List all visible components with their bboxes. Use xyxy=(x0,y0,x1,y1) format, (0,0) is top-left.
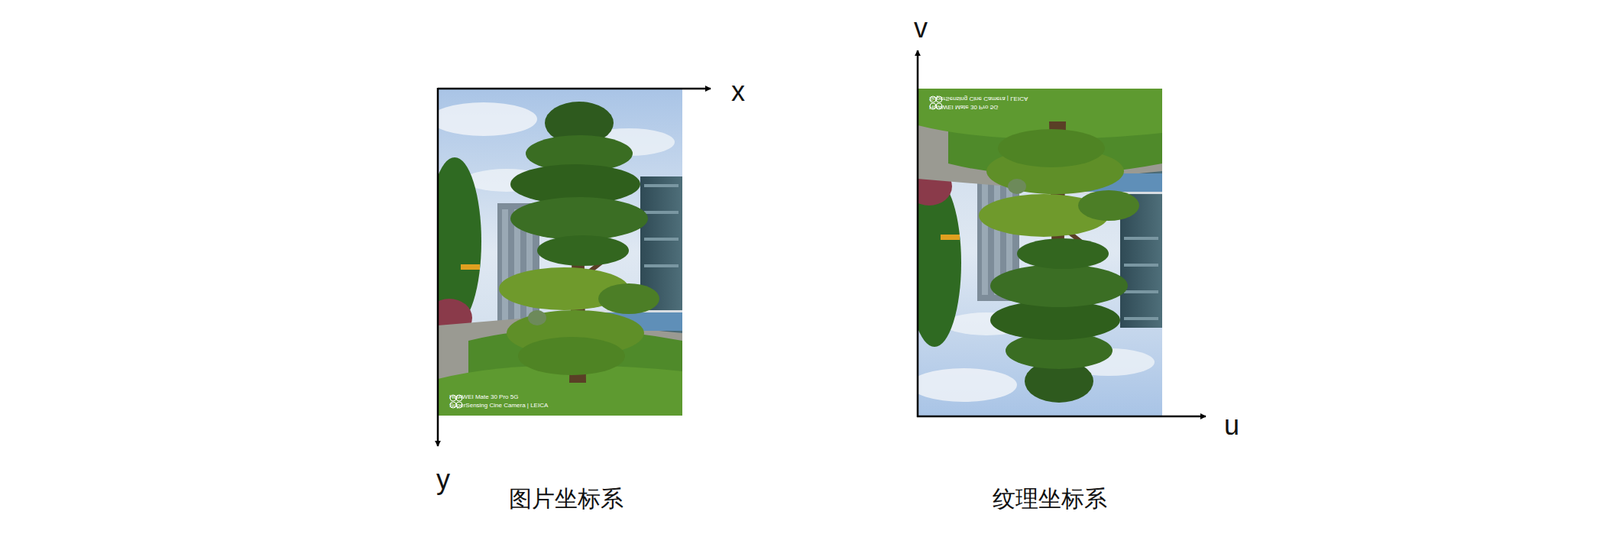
caption: 纹理坐标系 xyxy=(992,485,1108,512)
axis-label: x xyxy=(731,76,745,107)
watermark: SuperSensing Cine Camera | LEICA xyxy=(929,95,1028,102)
caption: 图片坐标系 xyxy=(508,485,624,512)
watermark: SuperSensing Cine Camera | LEICA xyxy=(449,402,548,409)
watermark: HUAWEI Mate 30 Pro 5G xyxy=(449,394,519,401)
y-axis xyxy=(437,87,440,447)
axis-label: u xyxy=(1224,410,1240,441)
axis-label: y xyxy=(436,464,451,496)
v-axis xyxy=(916,50,920,418)
flipped-photo xyxy=(906,88,1163,416)
x-axis xyxy=(437,87,711,91)
u-axis xyxy=(916,415,1206,418)
watermark: HUAWEI Mate 30 Pro 5G xyxy=(929,103,998,111)
photo xyxy=(426,88,683,416)
axis-label: v xyxy=(913,12,928,44)
